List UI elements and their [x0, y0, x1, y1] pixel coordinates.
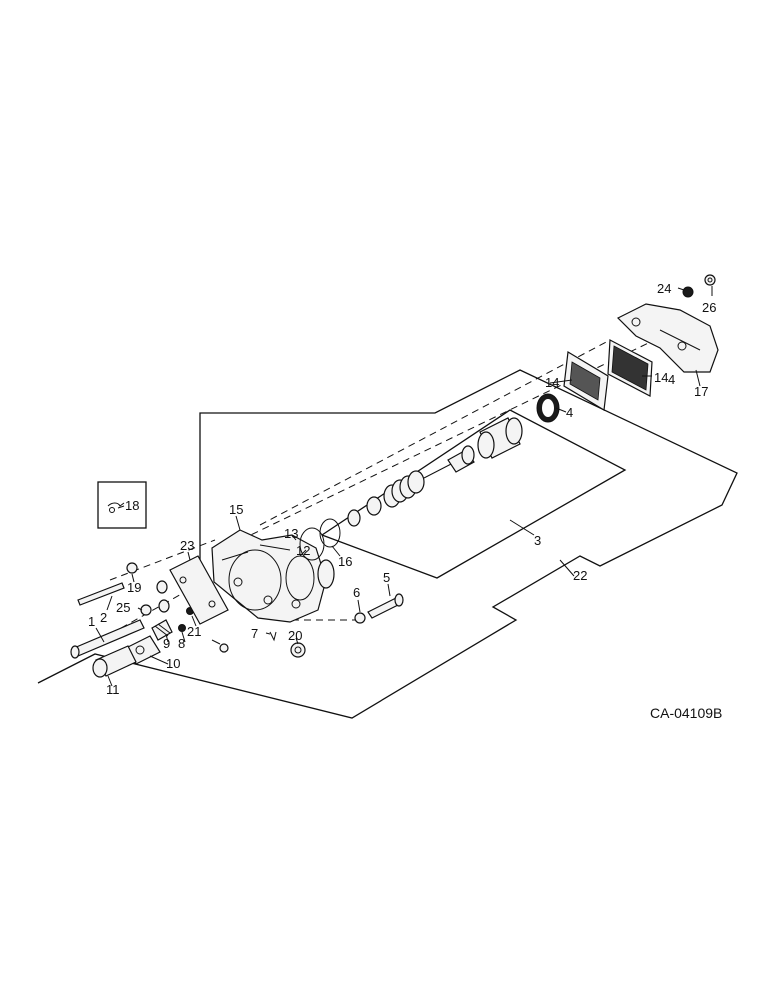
part-washer-c [347, 509, 361, 527]
callout-18: 18 [125, 498, 139, 513]
part-washer-d [366, 496, 382, 516]
part-26-washer [704, 274, 716, 286]
callout-4-seal: 4 [566, 405, 573, 420]
axis-line-bolt [109, 539, 216, 581]
callout-11: 11 [106, 682, 120, 697]
part-14-filter-plate-a [563, 351, 609, 411]
callout-20: 20 [288, 628, 302, 643]
part-24-plug [682, 286, 694, 298]
callout-23: 23 [180, 538, 194, 553]
part-20-nut [290, 642, 306, 658]
callout-14-right: 14 [654, 370, 668, 385]
callout-12: 12 [296, 543, 310, 558]
part-17-cover [616, 303, 719, 373]
callout-15: 15 [229, 502, 243, 517]
callout-6: 6 [353, 585, 360, 600]
callout-25: 25 [116, 600, 130, 615]
callout-5: 5 [383, 570, 390, 585]
callout-21: 21 [187, 624, 201, 639]
callout-2: 2 [100, 610, 107, 625]
callout-16: 16 [338, 554, 352, 569]
part-4-seal [536, 393, 560, 423]
part-9-fitting [151, 619, 173, 641]
callout-13: 13 [284, 526, 298, 541]
axis-line-upper [259, 339, 611, 526]
group-outline-22 [37, 369, 738, 719]
part-7-pin [269, 631, 277, 642]
part-5-bolt [367, 593, 404, 619]
part-14-filter-element-b [607, 339, 653, 397]
part-1-long-bolt [70, 619, 145, 659]
part-2-stud [77, 582, 125, 606]
callout-7: 7 [251, 626, 258, 641]
callout-26: 26 [702, 300, 716, 315]
part-washer-b [158, 599, 170, 613]
part-23-gasket-plate [169, 555, 229, 625]
callout-9: 9 [163, 636, 170, 651]
callout-4-plate: 4 [668, 372, 675, 387]
part-16-o-ring [319, 518, 341, 548]
part-25-washer [140, 604, 152, 616]
callout-19: 19 [127, 580, 141, 595]
part-spring [383, 470, 425, 508]
callout-8: 8 [178, 636, 185, 651]
leader-lines [95, 286, 713, 687]
part-15-main-housing [211, 529, 335, 623]
part-8-ball [178, 624, 186, 632]
callout-17: 17 [694, 384, 708, 399]
drawing-code: CA-04109B [650, 705, 722, 721]
inset-box-18 [97, 481, 147, 529]
part-washer-a [156, 580, 168, 594]
callout-1: 1 [88, 614, 95, 629]
axis-line-main [229, 334, 666, 546]
callout-3: 3 [534, 533, 541, 548]
part-sleeve [477, 417, 523, 459]
callout-22: 22 [573, 568, 587, 583]
group-outline-3 [321, 409, 627, 579]
part-11-cap [92, 645, 137, 678]
callout-24: 24 [657, 281, 671, 296]
callout-10: 10 [166, 656, 180, 671]
part-6-washer [354, 612, 366, 624]
part-19-washer [126, 562, 138, 574]
part-piston [423, 445, 475, 479]
callout-14-left: 14 [545, 375, 559, 390]
part-screw-lower [211, 639, 229, 653]
